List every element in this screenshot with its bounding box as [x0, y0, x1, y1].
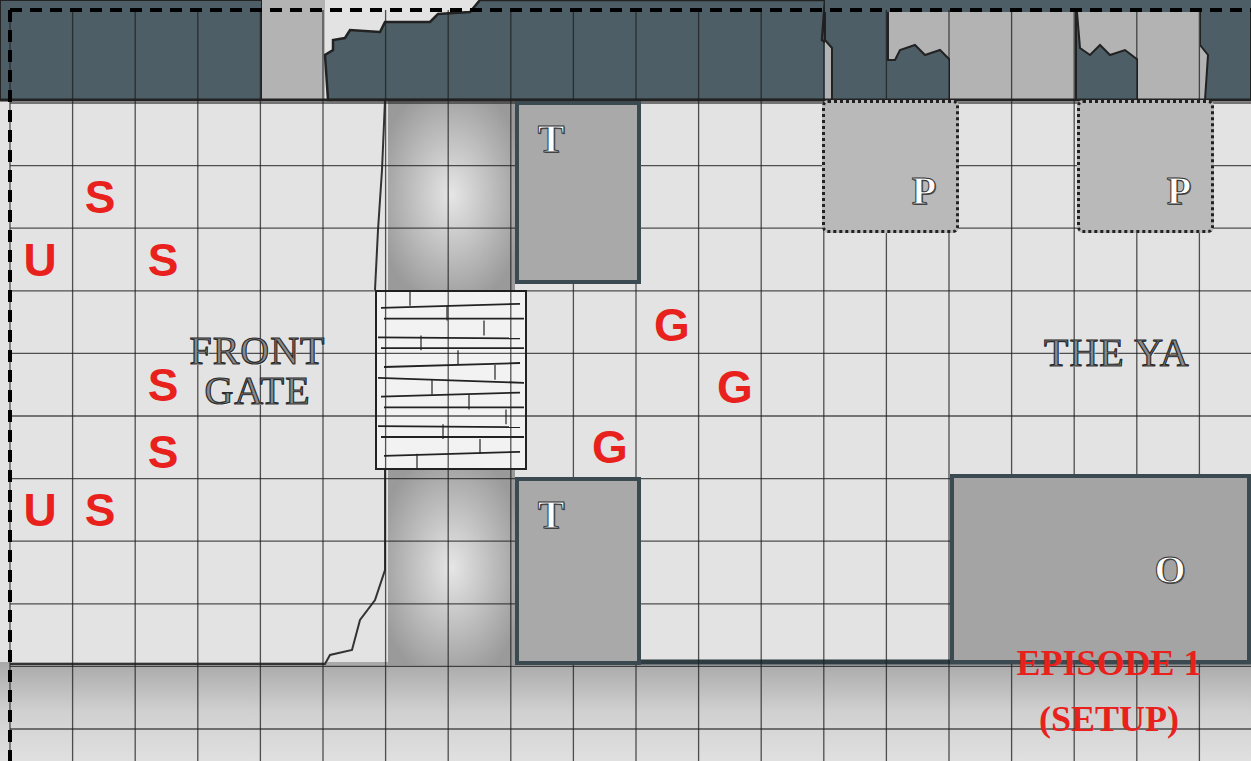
grid-line	[10, 415, 1251, 416]
plank-seam	[431, 380, 432, 395]
map-frame	[8, 10, 12, 761]
plank-seam	[457, 350, 458, 365]
grid-line	[9, 10, 10, 761]
plank-line	[381, 393, 520, 397]
grid-line	[510, 10, 511, 761]
drawbridge-planks	[378, 291, 524, 469]
grid-line	[322, 10, 323, 761]
plank-line	[381, 436, 524, 438]
plank-seam	[446, 306, 447, 321]
wall	[0, 0, 262, 100]
plank-line	[381, 347, 524, 349]
plank-seam	[416, 454, 417, 469]
wall-gap	[262, 0, 325, 100]
grid-line	[135, 10, 136, 761]
pillar-box: P	[822, 100, 959, 233]
area-name: FRONT GATE	[170, 331, 345, 411]
plank-line	[381, 304, 520, 308]
tower-box: T	[515, 477, 641, 665]
wall	[825, 0, 950, 100]
plank-seam	[468, 395, 469, 410]
area-name: THE YA	[1044, 333, 1190, 373]
drawbridge	[376, 291, 526, 469]
map-marker: O	[1154, 550, 1185, 590]
map-marker: P	[1167, 171, 1191, 211]
plank-seam	[505, 409, 506, 424]
grid-line	[698, 10, 699, 761]
building-box: O	[950, 474, 1251, 664]
map-frame	[10, 8, 1251, 12]
plank-seam	[409, 291, 410, 306]
pillar-box: P	[1077, 100, 1214, 233]
gate-passage	[388, 470, 515, 665]
plank-line	[384, 406, 524, 408]
grid-line	[448, 10, 449, 761]
plank-seam	[494, 365, 495, 380]
guard-token: G	[654, 302, 690, 348]
soldier-token: S	[148, 362, 179, 408]
episode-caption: EPISODE 1 (SETUP)	[975, 636, 1243, 748]
soldier-token: S	[148, 237, 179, 283]
grid	[10, 10, 1251, 761]
plank-line	[384, 318, 524, 320]
plank-line	[378, 337, 520, 338]
plank-line	[384, 452, 520, 456]
grid-line	[761, 10, 762, 761]
map-marker: T	[538, 495, 565, 535]
plank-line	[384, 363, 520, 367]
guard-token: G	[592, 424, 628, 470]
plank-seam	[420, 335, 421, 350]
wall	[1200, 0, 1251, 100]
grid-line	[385, 10, 386, 761]
plank-line	[378, 378, 524, 383]
unit-token: U	[23, 487, 56, 533]
gate-passage	[388, 100, 515, 290]
tower-box: T	[515, 101, 641, 284]
unit-token: U	[23, 237, 56, 283]
wall	[950, 0, 1076, 100]
wall-gap	[950, 12, 1076, 100]
map-marker: T	[538, 119, 565, 159]
grid-line	[197, 10, 198, 761]
wall-gap	[825, 0, 1251, 100]
grid-line	[10, 290, 1251, 291]
soldier-token: S	[148, 429, 179, 475]
wall	[325, 0, 830, 100]
wall-gap	[1138, 12, 1200, 100]
wall	[1076, 0, 1138, 100]
plank-seam	[442, 424, 443, 439]
guard-token: G	[717, 364, 753, 410]
courtyard-edge	[375, 100, 385, 290]
soldier-token: S	[85, 174, 116, 220]
plank-seam	[483, 321, 484, 336]
plank-seam	[479, 439, 480, 454]
grid-line	[72, 10, 73, 761]
plank-line	[378, 426, 520, 427]
map-marker: P	[912, 171, 936, 211]
soldier-token: S	[85, 487, 116, 533]
